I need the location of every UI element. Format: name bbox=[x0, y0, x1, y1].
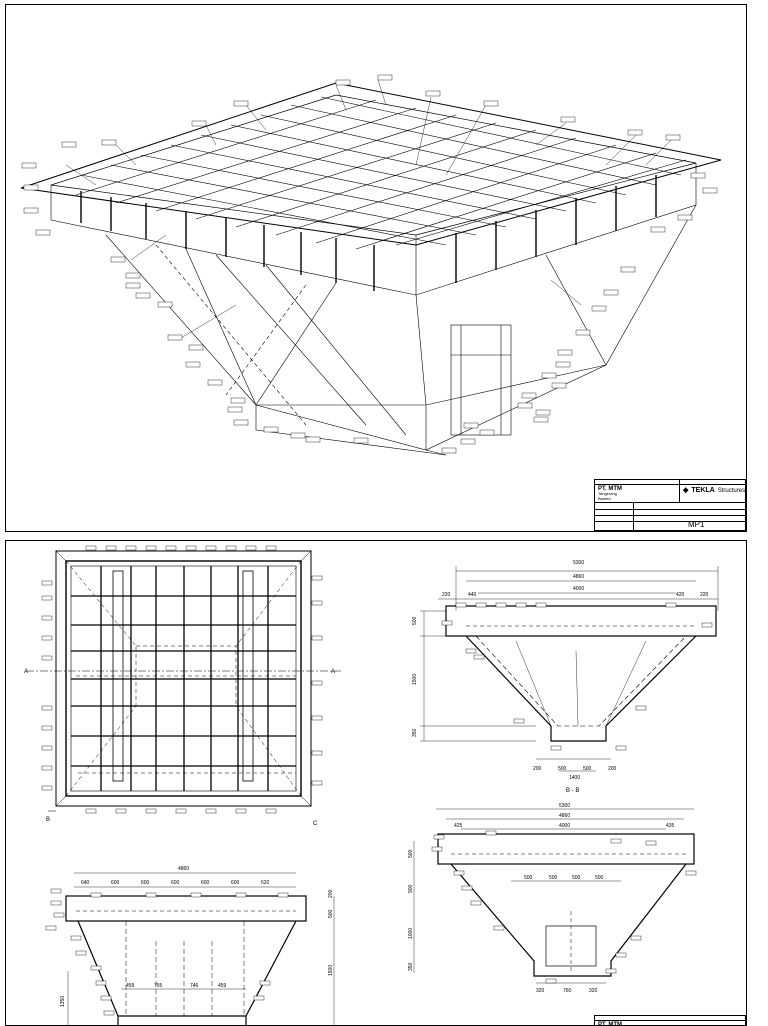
tekla-icon: ◆ bbox=[683, 487, 689, 494]
drawing-number: MP1 bbox=[688, 520, 705, 529]
lr-dim-vert-3: 1000 bbox=[408, 928, 414, 939]
ll-dim-bottom-3: 746 bbox=[190, 983, 199, 989]
ll-dim-right-3: 1900 bbox=[328, 965, 334, 976]
isometric-view bbox=[20, 74, 722, 456]
plan-tags bbox=[41, 545, 323, 814]
plan-view bbox=[26, 550, 341, 812]
ll-dim-bay-5: 600 bbox=[201, 880, 210, 886]
bb-dim-bottom-1: 200 bbox=[533, 766, 542, 772]
section-lower-left bbox=[65, 872, 335, 1025]
isometric-drawing-sheet: PT. MTM Tangerang Banten ◆ TEKLA Structu… bbox=[5, 4, 747, 532]
bb-dim-bottom-3: 500 bbox=[583, 766, 592, 772]
company-location: Tangerang bbox=[598, 491, 617, 496]
bb-dim-top-1: 5300 bbox=[573, 560, 584, 566]
bb-dim-top-2: 4860 bbox=[573, 574, 584, 580]
bb-dim-vert-2: 1500 bbox=[412, 674, 418, 685]
section-marker-a-left: A bbox=[24, 669, 28, 675]
title-block: PT. MTM Tangerang Banten ◆ TEKLA Structu… bbox=[594, 479, 746, 531]
lr-dim-bottom-3: 320 bbox=[589, 988, 598, 994]
plan-and-sections: A A B C bbox=[24, 545, 719, 1025]
ll-dim-bay-3: 600 bbox=[141, 880, 150, 886]
ll-dim-bay-2: 600 bbox=[111, 880, 120, 886]
company-subtitle: Banten bbox=[598, 496, 611, 501]
section-marker-a-right: A bbox=[331, 669, 335, 675]
bb-dim-side-1: 220 bbox=[442, 592, 451, 598]
lr-dim-inner-1: 500 bbox=[524, 875, 533, 881]
company-name: PT. MTM bbox=[598, 486, 622, 492]
bb-dim-vert-1: 500 bbox=[412, 616, 418, 625]
software-logo: ◆ TEKLA Structures bbox=[683, 487, 745, 494]
software-logo-text: TEKLA bbox=[691, 487, 715, 494]
section-marker-b: B bbox=[46, 817, 50, 823]
section-bb-label: B - B bbox=[566, 788, 579, 794]
lr-dim-vert-2: 900 bbox=[408, 884, 414, 893]
bb-dim-bottom-total: 1400 bbox=[569, 775, 580, 781]
ll-dim-right-1: 500 bbox=[328, 909, 334, 918]
ll-dim-bay-4: 600 bbox=[171, 880, 180, 886]
bb-dim-vert-3: 350 bbox=[412, 728, 418, 737]
ll-dim-left: 1350 bbox=[60, 996, 66, 1007]
ll-dim-bay-7: 620 bbox=[261, 880, 270, 886]
ll-dim-right-2: 200 bbox=[328, 889, 334, 898]
bb-dim-side-4: 220 bbox=[700, 592, 709, 598]
section-tags bbox=[45, 602, 713, 1016]
lr-dim-vert-1: 500 bbox=[408, 849, 414, 858]
lr-dim-bottom-1: 320 bbox=[536, 988, 545, 994]
lr-dim-bottom-2: 760 bbox=[563, 988, 572, 994]
bb-dim-side-2: 440 bbox=[468, 592, 477, 598]
bb-dim-side-3: 420 bbox=[676, 592, 685, 598]
lr-dim-inner-3: 500 bbox=[572, 875, 581, 881]
title-block-2: PT. MTM bbox=[594, 1015, 746, 1026]
bb-dim-bottom-4: 200 bbox=[608, 766, 617, 772]
lr-dim-side-1: 425 bbox=[454, 823, 463, 829]
section-lower-right bbox=[413, 808, 695, 984]
ll-dim-bay-1: 640 bbox=[81, 880, 90, 886]
lr-dim-side-2: 435 bbox=[666, 823, 675, 829]
ll-dim-top: 4860 bbox=[178, 866, 189, 872]
section-marker-c: C bbox=[313, 821, 318, 827]
ll-dim-bottom-4: 459 bbox=[218, 983, 227, 989]
ll-dim-bay-6: 600 bbox=[231, 880, 240, 886]
lr-dim-inner-2: 500 bbox=[549, 875, 558, 881]
lr-dim-top-1: 5300 bbox=[559, 803, 570, 809]
ll-dim-bottom-2: 755 bbox=[154, 983, 163, 989]
company-name-2: PT. MTM bbox=[598, 1022, 622, 1026]
ll-dim-bottom-1: 459 bbox=[126, 983, 135, 989]
bb-dim-top-3: 4000 bbox=[573, 586, 584, 592]
lr-dim-top-3: 4000 bbox=[559, 823, 570, 829]
software-brand: Structures bbox=[717, 487, 746, 494]
section-drawing-sheet: A A B C bbox=[5, 540, 747, 1026]
lr-dim-vert-4: 350 bbox=[408, 962, 414, 971]
section-bb bbox=[420, 566, 719, 772]
lr-dim-top-2: 4860 bbox=[559, 813, 570, 819]
lr-dim-inner-4: 500 bbox=[595, 875, 604, 881]
bb-dim-bottom-2: 500 bbox=[558, 766, 567, 772]
